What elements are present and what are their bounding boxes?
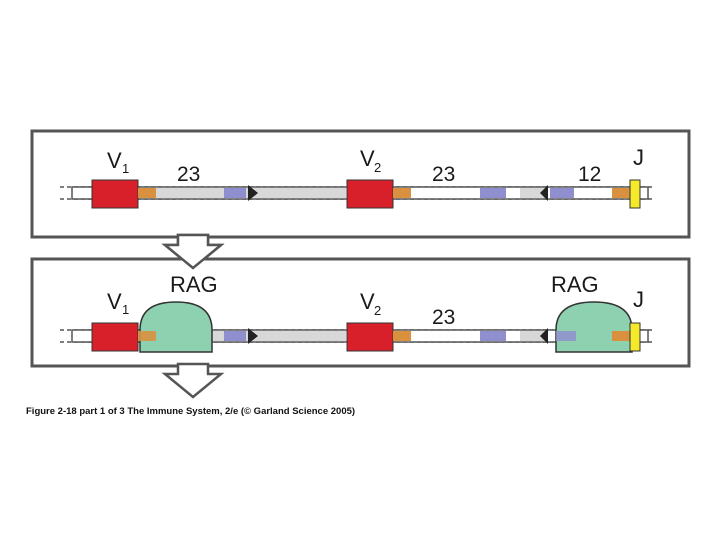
nonamer-v2-2 xyxy=(480,331,506,341)
v1-segment-2 xyxy=(91,322,139,352)
heptamer-v1-2 xyxy=(138,331,156,341)
rag-complex-1 xyxy=(139,301,213,353)
heptamer-j-2 xyxy=(612,331,630,341)
v2-segment xyxy=(346,179,394,209)
rag-complex-2 xyxy=(555,301,633,353)
v1-subscript: 1 xyxy=(122,161,129,176)
nonamer-v1 xyxy=(224,188,246,198)
arrowhead-v1 xyxy=(248,185,258,201)
arrowhead-v1-2 xyxy=(248,328,258,344)
rag-label-2: RAG xyxy=(551,272,599,297)
heptamer-v2-2 xyxy=(393,331,411,341)
arrowhead-j-2 xyxy=(540,328,548,344)
spacer-12-label: 12 xyxy=(578,163,601,186)
v1-label-2: V xyxy=(107,289,122,314)
down-arrow-2 xyxy=(161,362,225,399)
j-label: J xyxy=(633,145,644,170)
v2-segment-2 xyxy=(346,322,394,352)
heptamer-j xyxy=(612,188,630,198)
v2-label-2: V xyxy=(360,289,375,314)
nonamer-v2 xyxy=(480,188,506,198)
v2-subscript: 2 xyxy=(374,160,381,175)
v1-subscript-2: 1 xyxy=(122,302,129,317)
spacer-23-label-1: 23 xyxy=(177,163,200,186)
nonamer-j xyxy=(550,188,574,198)
down-arrow-1-overlay xyxy=(161,233,225,270)
heptamer-v1 xyxy=(138,188,156,198)
v1-segment xyxy=(91,179,139,209)
v1-label: V xyxy=(107,148,122,173)
spacer-23-label-2: 23 xyxy=(432,163,455,186)
nonamer-j-2 xyxy=(556,331,576,341)
arrowhead-j xyxy=(540,185,548,201)
j-label-2: J xyxy=(633,287,644,312)
nonamer-v1-2 xyxy=(224,331,246,341)
rag-label-1: RAG xyxy=(170,272,218,297)
v2-subscript-2: 2 xyxy=(374,303,381,318)
j-segment-2 xyxy=(629,322,641,352)
spacer-23-label-3: 23 xyxy=(432,306,455,329)
j-segment xyxy=(629,179,641,209)
v2-label: V xyxy=(360,146,375,171)
heptamer-v2 xyxy=(393,188,411,198)
figure-caption: Figure 2-18 part 1 of 3 The Immune Syste… xyxy=(26,406,355,417)
